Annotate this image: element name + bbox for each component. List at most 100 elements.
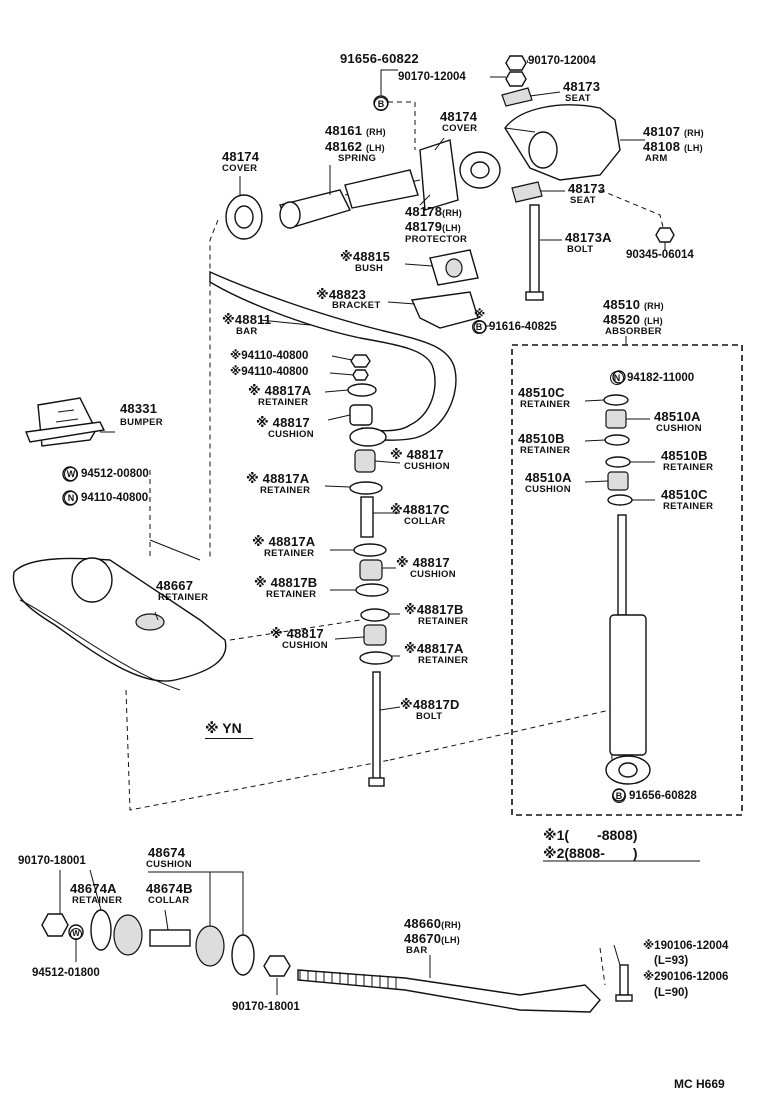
- label-48178: 48178(RH): [405, 204, 462, 219]
- label-48674B: 48674B: [146, 881, 193, 896]
- label-48670: 48670(LH): [404, 931, 460, 946]
- shock-absorber-48510: [603, 370, 651, 785]
- washer-w-mark: W: [70, 926, 85, 942]
- lower-bushing-set: [41, 909, 291, 977]
- label-48817-1: ※ 48817: [256, 415, 310, 430]
- label-48520-name: ABSORBER: [605, 326, 662, 337]
- label-48510A-a-name: CUSHION: [656, 423, 702, 434]
- label-48817A-4-name: RETAINER: [418, 655, 469, 666]
- label-48667: 48667: [156, 578, 194, 593]
- label-48815: ※48815: [340, 249, 390, 264]
- label-94110-b: ※94110-40800: [230, 366, 309, 378]
- label-48510C-b-name: RETAINER: [663, 501, 714, 512]
- label-48811: ※48811: [222, 312, 272, 327]
- label-48817-2: ※ 48817: [390, 447, 444, 462]
- label-94110-a: ※94110-40800: [230, 350, 309, 362]
- footer-code: MC H669: [674, 1077, 725, 1091]
- label-48674A-name: RETAINER: [72, 895, 123, 906]
- label-48510A-a: 48510A: [654, 409, 701, 424]
- label-48817-2-name: CUSHION: [404, 461, 450, 472]
- label-48674B-name: COLLAR: [148, 895, 190, 906]
- label-48817A-3-name: RETAINER: [264, 548, 315, 559]
- lower-control-arm: [12, 557, 227, 691]
- label-48817D: ※48817D: [400, 697, 460, 712]
- bolt-90106: [615, 964, 633, 1002]
- note-range-1: ※1( -8808): [543, 827, 638, 843]
- label-48510A-b-name: CUSHION: [525, 484, 571, 495]
- circle-b-91656-60822: B: [374, 96, 391, 112]
- label-48510B-b: 48510B: [661, 448, 708, 463]
- label-48520: 48520 (LH): [603, 312, 663, 327]
- label-48674: 48674: [148, 845, 186, 860]
- absorber-group-box: [511, 344, 743, 816]
- label-48817A-3: ※ 48817A: [252, 534, 316, 549]
- label-48108-name: ARM: [645, 153, 668, 164]
- nut-90170-12004: [505, 71, 527, 87]
- label-48510B-a: 48510B: [518, 431, 565, 446]
- label-48817C: ※48817C: [390, 502, 450, 517]
- label-48174-cover-b: 48174: [440, 109, 478, 124]
- label-90170-12004-a: 90170-12004: [528, 55, 596, 67]
- label-48510A-b: 48510A: [525, 470, 572, 485]
- strut-bar-48660: [297, 969, 601, 1013]
- label-90170-18001-a: 90170-18001: [18, 855, 86, 867]
- label-90106-2-sub: (L=90): [654, 987, 689, 999]
- label-91616: ※: [474, 309, 486, 321]
- label-48161: 48161 (RH): [325, 123, 386, 138]
- label-90106-2: ※290106-12006: [643, 971, 729, 983]
- label-48179-name: PROTECTOR: [405, 234, 468, 245]
- label-48174-cover-b-name: COVER: [442, 123, 478, 134]
- label-48817B-2-name: RETAINER: [418, 616, 469, 627]
- nut-90170-12004-top: [505, 55, 527, 71]
- label-48179: 48179(LH): [405, 219, 461, 234]
- label-91656-60822: 91656-60822: [340, 51, 419, 66]
- label-48660: 48660(RH): [404, 916, 461, 931]
- label-48667-name: RETAINER: [158, 592, 209, 603]
- label-48510C-b: 48510C: [661, 487, 708, 502]
- label-90170-12004-b: 90170-12004: [398, 71, 466, 83]
- label-48823-name: BRACKET: [332, 300, 381, 311]
- label-48817B-1: ※ 48817B: [254, 575, 318, 590]
- label-48817A-1-name: RETAINER: [258, 397, 309, 408]
- label-90106-1-sub: (L=93): [654, 955, 689, 967]
- label-48510: 48510 (RH): [603, 297, 664, 312]
- label-90170-18001-b: 90170-18001: [232, 1001, 300, 1013]
- label-48174-cover-a: 48174: [222, 149, 260, 164]
- label-48674-name: CUSHION: [146, 859, 192, 870]
- label-94512-01800: 94512-01800: [32, 967, 100, 979]
- label-48817C-name: COLLAR: [404, 516, 446, 527]
- label-48108: 48108 (LH): [643, 139, 703, 154]
- label-48173-seat-a: 48173: [563, 79, 601, 94]
- label-48510B-b-name: RETAINER: [663, 462, 714, 473]
- note-yn: ※ YN: [205, 721, 253, 739]
- stabilizer-link-stack: [347, 354, 393, 787]
- seat-48173-top: [501, 87, 533, 107]
- label-48811-name: BAR: [236, 326, 258, 337]
- label-48510C-a-name: RETAINER: [520, 399, 571, 410]
- label-48107: 48107 (RH): [643, 124, 704, 139]
- arm-48107: [504, 104, 621, 181]
- label-48331: 48331: [120, 401, 158, 416]
- label-48823: ※48823: [316, 287, 366, 302]
- label-48817-3-name: CUSHION: [410, 569, 456, 580]
- label-48817A-1: ※ 48817A: [248, 383, 312, 398]
- torsion-spring-48161: [225, 139, 543, 240]
- label-48173-seat-b: 48173: [568, 181, 606, 196]
- label-48817A-4: ※48817A: [404, 641, 464, 656]
- label-48817B-2: ※48817B: [404, 602, 464, 617]
- label-48173-seat-b-name: SEAT: [570, 195, 596, 206]
- label-48817D-name: BOLT: [416, 711, 443, 722]
- label-48815-name: BUSH: [355, 263, 384, 274]
- label-48817B-1-name: RETAINER: [266, 589, 317, 600]
- strut-bar-thread: [299, 970, 397, 989]
- label-48162-name: SPRING: [338, 153, 377, 164]
- label-48817A-2-name: RETAINER: [260, 485, 311, 496]
- note-range-2: ※2(8808- ): [543, 845, 638, 861]
- label-48331-name: BUMPER: [120, 417, 163, 428]
- leader-lines: [59, 59, 700, 995]
- bolt-48173A: [525, 204, 544, 301]
- bracket-48823: [410, 291, 479, 329]
